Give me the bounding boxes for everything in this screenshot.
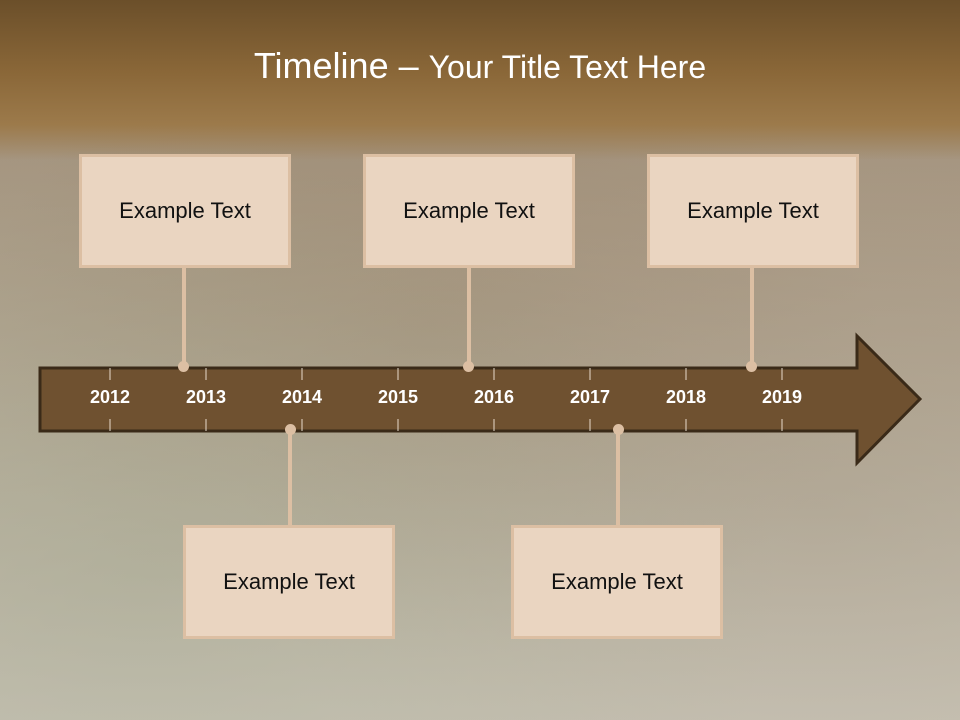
- title-band: [0, 0, 960, 160]
- year-label-2014: 2014: [281, 387, 323, 407]
- slide-title-main: Timeline –: [253, 45, 429, 86]
- slide-title: Timeline – Your Title Text Here: [0, 44, 960, 89]
- slide-title-sub: Your Title Text Here: [428, 49, 707, 85]
- event-marker-1: [178, 361, 189, 372]
- event-marker-3: [746, 361, 757, 372]
- event-connector-4: [288, 432, 292, 527]
- year-label-2019: 2019: [761, 387, 803, 407]
- event-connector-2: [467, 268, 471, 366]
- event-marker-2: [463, 361, 474, 372]
- timeline-arrow: [38, 332, 923, 467]
- event-connector-3: [750, 268, 754, 366]
- event-callout-5[interactable]: Example Text: [511, 525, 723, 639]
- year-label-2013: 2013: [185, 387, 227, 407]
- event-callout-1[interactable]: Example Text: [79, 154, 291, 268]
- timeline-ticks: [109, 368, 783, 431]
- event-callout-3[interactable]: Example Text: [647, 154, 859, 268]
- year-label-2016: 2016: [473, 387, 515, 407]
- event-connector-1: [182, 268, 186, 366]
- event-marker-4: [285, 424, 296, 435]
- year-label-2015: 2015: [377, 387, 419, 407]
- event-marker-5: [613, 424, 624, 435]
- event-connector-5: [616, 432, 620, 527]
- event-callout-4[interactable]: Example Text: [183, 525, 395, 639]
- event-callout-2[interactable]: Example Text: [363, 154, 575, 268]
- year-label-2017: 2017: [569, 387, 611, 407]
- year-label-2018: 2018: [665, 387, 707, 407]
- year-label-2012: 2012: [89, 387, 131, 407]
